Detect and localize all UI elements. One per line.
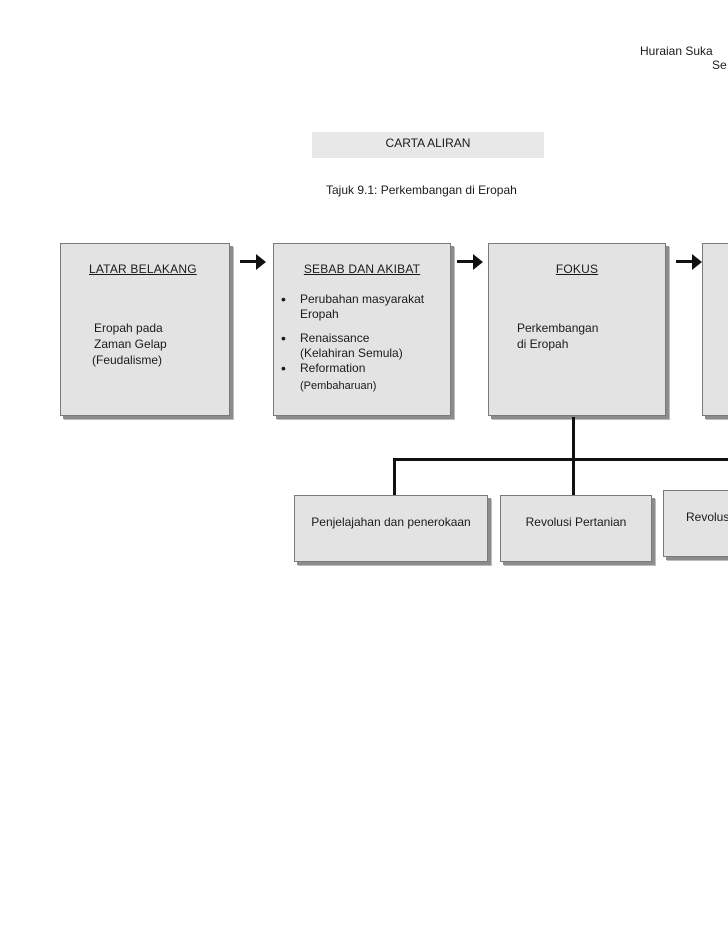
arrow-right-icon bbox=[240, 254, 266, 270]
penjelajahan-label: Penjelajahan dan penerokaan bbox=[311, 515, 471, 529]
sebab-akibat-list: Perubahan masyarakat Eropah Renaissance … bbox=[278, 292, 424, 394]
fokus-box: FOKUS Perkembangan di Eropah bbox=[488, 243, 666, 416]
list-item: (Pembaharuan) bbox=[300, 380, 377, 392]
fokus-line: Perkembangan bbox=[517, 321, 599, 335]
list-item: Eropah bbox=[300, 307, 339, 321]
connector-line bbox=[393, 458, 396, 498]
header-note: Huraian Suka Se bbox=[640, 44, 728, 72]
revolusi-pertanian-label: Revolusi Pertanian bbox=[525, 515, 627, 529]
latar-belakang-content: Eropah pada Zaman Gelap (Feudalisme) bbox=[92, 320, 167, 368]
latar-belakang-box: LATAR BELAKANG Eropah pada Zaman Gelap (… bbox=[60, 243, 230, 416]
fokus-content: Perkembangan di Eropah bbox=[517, 320, 598, 352]
list-item: Renaissance bbox=[278, 331, 424, 346]
arrow-right-icon bbox=[676, 254, 702, 270]
list-item: (Kelahiran Semula) bbox=[300, 346, 403, 360]
latar-belakang-heading: LATAR BELAKANG bbox=[89, 262, 197, 276]
list-item: Reformation bbox=[278, 361, 424, 376]
fokus-line: di Eropah bbox=[517, 337, 569, 351]
sebab-akibat-heading: SEBAB DAN AKIBAT bbox=[303, 262, 421, 276]
revolusi-pertanian-box: Revolusi Pertanian bbox=[500, 495, 652, 562]
latar-line: (Feudalisme) bbox=[92, 353, 163, 367]
penjelajahan-box: Penjelajahan dan penerokaan bbox=[294, 495, 488, 562]
diagram-subtitle: Tajuk 9.1: Perkembangan di Eropah bbox=[326, 183, 517, 197]
revolusi-partial-label: Revolus bbox=[686, 510, 728, 524]
connector-line bbox=[393, 458, 728, 461]
list-item: Perubahan masyarakat bbox=[278, 292, 424, 307]
header-note-line-2: Se bbox=[712, 58, 727, 72]
next-box-partial bbox=[702, 243, 728, 416]
latar-line: Zaman Gelap bbox=[94, 337, 167, 351]
fokus-heading: FOKUS bbox=[555, 262, 599, 276]
revolusi-partial-box: Revolus bbox=[663, 490, 728, 557]
sebab-akibat-box: SEBAB DAN AKIBAT Perubahan masyarakat Er… bbox=[273, 243, 451, 416]
latar-line: Eropah pada bbox=[94, 321, 163, 335]
arrow-right-icon bbox=[457, 254, 483, 270]
diagram-title: CARTA ALIRAN bbox=[312, 132, 544, 158]
header-note-line-1: Huraian Suka bbox=[640, 44, 713, 58]
